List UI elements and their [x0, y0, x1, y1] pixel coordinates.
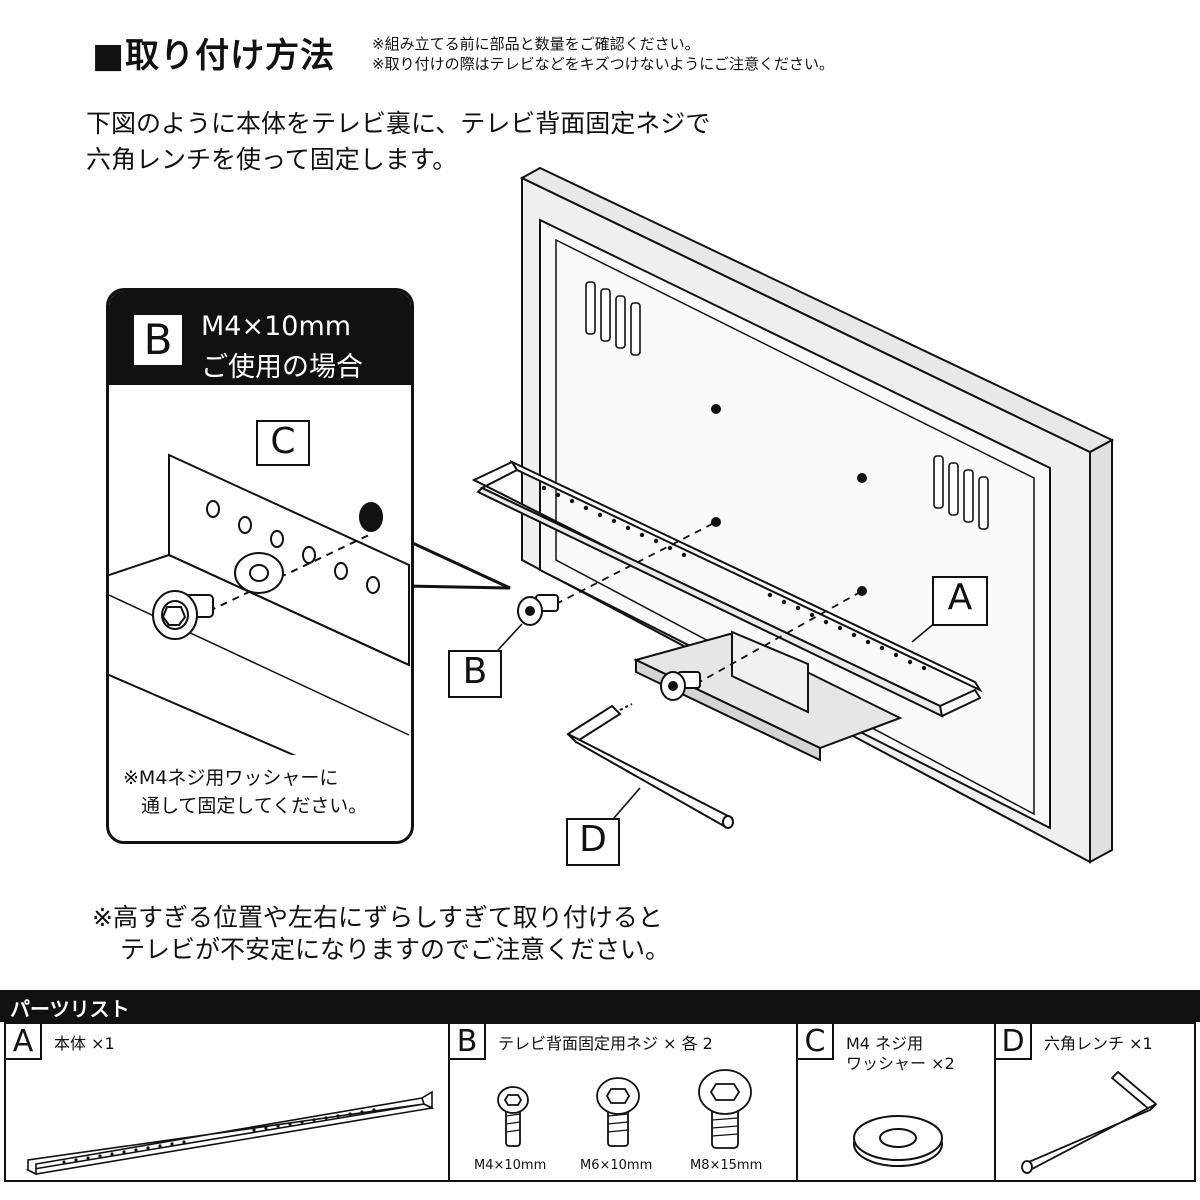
label-c-washer: C [256, 420, 310, 466]
parts-list-header: パーツリスト [0, 990, 1200, 1022]
page-title: ■取り付け方法 [92, 36, 336, 76]
detail-letter-b: B [134, 315, 182, 365]
parts-list-title: パーツリスト [10, 997, 130, 1021]
screw-lower [660, 671, 701, 701]
caution-note-2: ※取り付けの際はテレビなどをキズつけないようにご注意ください。 [372, 55, 834, 73]
part-b-screws-illustration [497, 1069, 752, 1149]
part-c-name-2: ワッシャー ×2 [846, 1054, 955, 1073]
part-c-letter: C [798, 1024, 834, 1060]
installation-illustration [257, 166, 1115, 864]
label-d-wrench: D [566, 818, 620, 866]
part-b-letter: B [450, 1024, 486, 1060]
part-c-washer-illustration [853, 1115, 943, 1167]
part-c-name: M4 ネジ用 [846, 1034, 924, 1053]
tv-vents [585, 281, 989, 530]
detail-usage-text: ご使用の場合 [201, 352, 363, 383]
part-a-bracket-illustration [25, 1090, 435, 1176]
part-b-name: テレビ背面固定用ネジ × 各 2 [498, 1034, 713, 1053]
intro-line-1: 下図のように本体をテレビ裏に、テレビ背面固定ネジで [86, 109, 711, 138]
hex-wrench-d [566, 703, 734, 829]
part-d-cell: D 六角レンチ ×1 [994, 1022, 1196, 1182]
detail-header: B M4×10mm ご使用の場合 [109, 291, 411, 385]
warning-line-2: テレビが不安定になりますのでご注意ください。 [120, 935, 671, 964]
part-d-wrench-illustration [1021, 1070, 1158, 1174]
part-d-name: 六角レンチ ×1 [1044, 1034, 1153, 1053]
part-b-size-m8: M8×15mm [690, 1158, 763, 1173]
detail-note-2: 通して固定してください。 [141, 795, 368, 817]
detail-zoom-illustration [109, 453, 410, 755]
detail-callout: B M4×10mm ご使用の場合 ※M4ネジ用ワッシャーに 通して固定してくださ… [106, 288, 414, 844]
parts-list: パーツリスト A 本体 ×1 B テレビ背面固定用ネジ [0, 990, 1200, 1190]
mounting-bracket [471, 459, 983, 718]
warning-line-1: ※高すぎる位置や左右にずらしすぎて取り付けると [92, 903, 663, 932]
part-a-letter: A [6, 1024, 42, 1060]
tv-back [519, 166, 1115, 864]
label-a-bracket: A [932, 576, 988, 626]
caution-note-1: ※組み立てる前に部品と数量をご確認ください。 [372, 35, 700, 53]
part-a-name: 本体 ×1 [54, 1034, 115, 1053]
callout-pointer [404, 537, 511, 590]
tv-mount-holes [711, 404, 867, 596]
part-b-size-m4: M4×10mm [474, 1158, 547, 1173]
label-b-screw: B [448, 650, 502, 698]
part-b-cell: B テレビ背面固定用ネジ × 各 2 M4×10mm M6×10mm M8× [448, 1022, 798, 1182]
part-c-cell: C M4 ネジ用 ワッシャー ×2 [796, 1022, 996, 1182]
alignment-lines [555, 521, 863, 685]
detail-note-1: ※M4ネジ用ワッシャーに [123, 767, 339, 789]
bracket-holes [541, 485, 927, 671]
screw-b [517, 594, 559, 626]
part-b-size-m6: M6×10mm [580, 1158, 653, 1173]
detail-screw-spec: M4×10mm [201, 311, 352, 342]
part-a-cell: A 本体 ×1 [4, 1022, 450, 1182]
part-d-letter: D [996, 1024, 1032, 1060]
intro-line-2: 六角レンチを使って固定します。 [86, 145, 458, 174]
